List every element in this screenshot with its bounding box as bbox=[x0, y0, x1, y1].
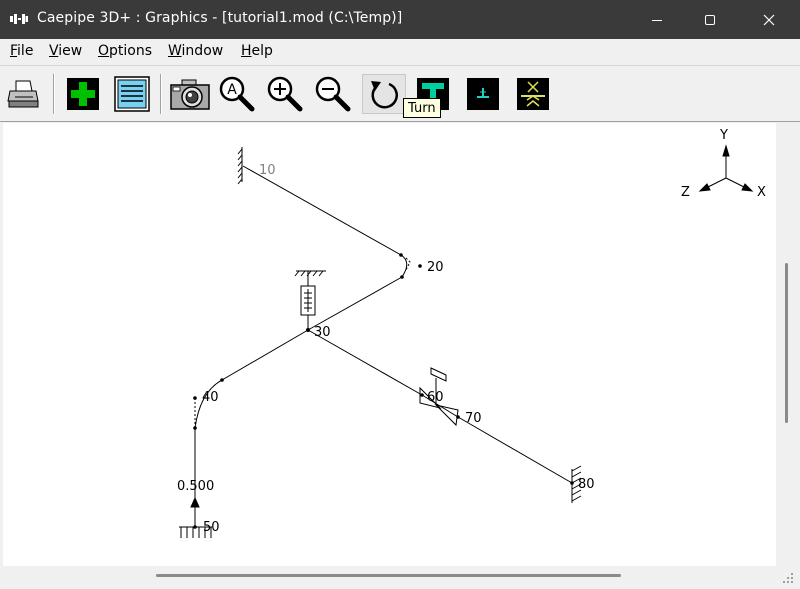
dimension-annotation: 0.500 bbox=[177, 479, 214, 494]
axis-label-z: Z bbox=[681, 185, 690, 200]
window-title: Caepipe 3D+ : Graphics - [tutorial1.mod … bbox=[37, 10, 403, 26]
node-label-20: 20 bbox=[427, 260, 444, 275]
horizontal-scrollbar[interactable] bbox=[3, 566, 776, 587]
camera-icon bbox=[170, 79, 210, 110]
zoom-a-icon: A bbox=[219, 76, 255, 112]
document-list-icon bbox=[114, 76, 150, 112]
axis-label-x: X bbox=[757, 185, 766, 200]
menu-window[interactable]: Window bbox=[168, 43, 224, 59]
zoom-all-button[interactable]: A bbox=[217, 74, 257, 114]
support-icon bbox=[517, 78, 549, 110]
node-label-40: 40 bbox=[202, 390, 219, 405]
zoom-out-button[interactable] bbox=[313, 74, 353, 114]
toolbar-separator bbox=[160, 74, 162, 114]
maximize-icon bbox=[705, 14, 715, 25]
bend-20 bbox=[400, 254, 408, 278]
print-button[interactable] bbox=[4, 74, 44, 114]
pipe-segment-30-60 bbox=[307, 329, 423, 396]
render-support-button[interactable] bbox=[513, 74, 553, 114]
snapshot-button[interactable] bbox=[170, 74, 210, 114]
line-pipe-icon bbox=[467, 78, 499, 110]
printer-icon bbox=[7, 80, 39, 108]
node-label-70: 70 bbox=[465, 411, 482, 426]
svg-text:A: A bbox=[227, 82, 237, 98]
app-icon bbox=[10, 14, 28, 24]
vertical-scroll-thumb[interactable] bbox=[785, 263, 788, 423]
piping-model-view[interactable]: 10 20 30 40 50 60 70 80 0.500 Y Z X bbox=[3, 123, 776, 566]
turn-button[interactable] bbox=[362, 74, 406, 114]
horizontal-scroll-thumb[interactable] bbox=[156, 574, 621, 577]
spring-hanger-symbol bbox=[294, 270, 326, 330]
pipe-segment-30-40 bbox=[221, 329, 309, 381]
pipe-segment-20-30 bbox=[307, 276, 403, 331]
zoom-in-icon bbox=[267, 76, 303, 112]
bend-40 bbox=[194, 379, 223, 429]
list-button[interactable] bbox=[112, 74, 152, 114]
maximize-button[interactable] bbox=[685, 0, 735, 39]
pipe-segment-70-80 bbox=[457, 416, 573, 484]
graphics-canvas[interactable]: 10 20 30 40 50 60 70 80 0.500 Y Z X bbox=[3, 123, 776, 566]
force-arrow-50 bbox=[190, 496, 200, 508]
zoom-out-icon bbox=[315, 76, 351, 112]
turn-tooltip: Turn bbox=[403, 98, 441, 118]
menu-view[interactable]: View bbox=[49, 43, 83, 59]
rotate-icon bbox=[371, 81, 398, 109]
green-plus-icon bbox=[67, 78, 99, 110]
pipe-segment-10-20 bbox=[242, 165, 402, 256]
node-label-10: 10 bbox=[259, 163, 276, 178]
axis-triad bbox=[698, 144, 754, 192]
anchor-symbol-10 bbox=[237, 147, 243, 185]
zoom-in-button[interactable] bbox=[265, 74, 305, 114]
node-label-80: 80 bbox=[578, 477, 595, 492]
toolbar-separator bbox=[53, 74, 55, 114]
vertical-scrollbar[interactable] bbox=[776, 123, 797, 566]
menu-file[interactable]: File bbox=[10, 43, 34, 59]
menu-bar: File View Options Window Help bbox=[0, 39, 800, 65]
minimize-icon bbox=[652, 19, 662, 21]
close-icon bbox=[763, 14, 775, 25]
menu-help[interactable]: Help bbox=[241, 43, 273, 59]
resize-grip-icon[interactable] bbox=[778, 568, 796, 586]
node-label-30: 30 bbox=[314, 325, 331, 340]
menu-options[interactable]: Options bbox=[98, 43, 153, 59]
render-line-button[interactable] bbox=[463, 74, 503, 114]
node-label-60: 60 bbox=[427, 390, 444, 405]
add-button[interactable] bbox=[63, 74, 103, 114]
title-bar[interactable]: Caepipe 3D+ : Graphics - [tutorial1.mod … bbox=[0, 0, 800, 39]
close-button[interactable] bbox=[744, 0, 794, 39]
axis-label-y: Y bbox=[719, 128, 728, 143]
toolbar: A bbox=[0, 65, 800, 122]
node-label-50: 50 bbox=[203, 520, 220, 535]
minimize-button[interactable] bbox=[632, 0, 682, 39]
